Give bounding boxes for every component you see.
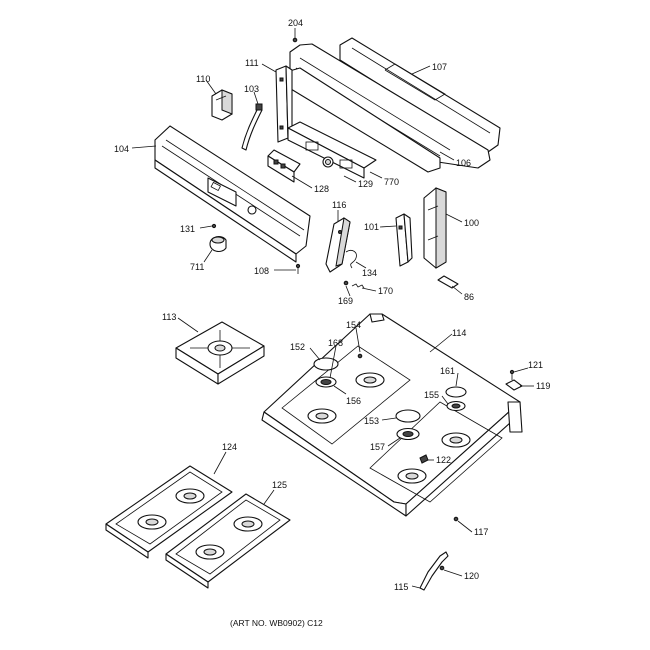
part-154-screw	[357, 353, 363, 359]
part-711-knob	[209, 235, 227, 253]
label-129: 129	[358, 179, 373, 189]
label-122: 122	[436, 455, 451, 465]
part-169-screw	[343, 280, 349, 286]
part-170-spring	[351, 283, 365, 289]
label-156: 156	[346, 396, 361, 406]
part-168-burner-head	[315, 376, 337, 388]
part-152-burner-cap	[313, 357, 339, 371]
label-110: 110	[196, 74, 210, 84]
part-115-gas-tube	[419, 551, 449, 591]
part-116-bracket	[325, 217, 351, 273]
part-124-drip-pan	[105, 465, 233, 559]
leader-lines	[131, 28, 534, 589]
label-170: 170	[378, 286, 393, 296]
part-103-wire	[241, 103, 263, 151]
part-129-control-board	[287, 121, 377, 179]
part-128-display-module	[267, 149, 301, 183]
part-100-side-panel	[423, 187, 447, 269]
part-161-burner-cap	[445, 386, 467, 398]
label-154: 154	[346, 320, 361, 330]
label-155: 155	[424, 390, 439, 400]
part-86-pin	[437, 275, 459, 289]
label-120: 120	[464, 571, 479, 581]
art-number-caption: (ART NO. WB0902) C12	[230, 618, 323, 628]
label-121: 121	[528, 360, 543, 370]
part-119-clip	[505, 379, 523, 391]
label-204: 204	[288, 18, 303, 28]
part-labels: 204 111 107 110 103 104 106 770 129 128 …	[114, 18, 550, 592]
label-113: 113	[162, 312, 176, 322]
part-155-burner-head	[446, 400, 466, 412]
part-120-fitting	[439, 565, 445, 571]
label-103: 103	[244, 84, 259, 94]
part-101-bracket	[395, 213, 413, 267]
part-157-burner-head	[396, 427, 420, 441]
label-125: 125	[272, 480, 287, 490]
label-131: 131	[180, 224, 195, 234]
label-100: 100	[464, 218, 479, 228]
label-108: 108	[254, 266, 269, 276]
label-116: 116	[332, 200, 346, 210]
part-108-screw	[295, 263, 301, 274]
part-104-control-panel	[154, 125, 311, 263]
part-134-spring	[345, 250, 357, 269]
label-161: 161	[440, 366, 455, 376]
part-117-screw	[453, 516, 459, 522]
label-119: 119	[536, 381, 550, 391]
part-107-top-trim	[339, 37, 501, 153]
part-111-bracket	[275, 65, 293, 143]
part-121-screw	[509, 369, 515, 380]
label-157: 157	[370, 442, 385, 452]
label-111: 111	[245, 58, 259, 68]
label-711: 711	[190, 262, 204, 272]
label-107: 107	[432, 62, 447, 72]
label-106: 106	[456, 158, 471, 168]
part-153-burner-cap	[395, 409, 421, 423]
label-168: 168	[328, 338, 343, 348]
part-131-screw	[211, 223, 217, 229]
label-128: 128	[314, 184, 329, 194]
label-117: 117	[474, 527, 488, 537]
part-113-burner-grate	[175, 321, 265, 385]
label-86: 86	[464, 292, 474, 302]
label-770: 770	[384, 177, 399, 187]
label-124: 124	[222, 442, 237, 452]
label-115: 115	[394, 582, 408, 592]
label-134: 134	[362, 268, 377, 278]
part-204-screw	[292, 37, 298, 43]
part-110-clip	[211, 89, 233, 121]
label-152: 152	[290, 342, 305, 352]
label-101: 101	[364, 222, 379, 232]
part-125-drip-pan	[165, 493, 291, 589]
label-169: 169	[338, 296, 353, 306]
label-153: 153	[364, 416, 379, 426]
label-104: 104	[114, 144, 129, 154]
label-114: 114	[452, 328, 466, 338]
